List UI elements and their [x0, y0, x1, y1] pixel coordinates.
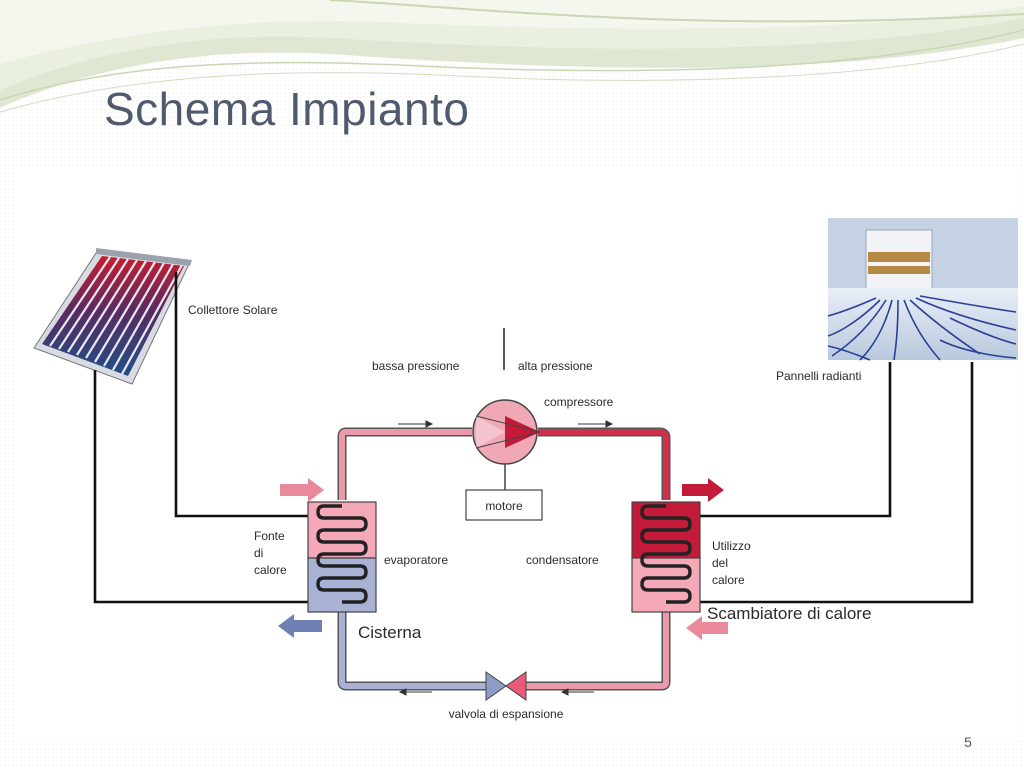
compressor [472, 399, 541, 490]
slide-title: Schema Impianto [104, 83, 470, 135]
header-wave-decoration [0, 0, 1024, 113]
label-bassa-pressione: bassa pressione [372, 359, 460, 373]
label-utilizzo-line1: Utilizzo [712, 539, 751, 553]
label-scambiatore: Scambiatore di calore [707, 604, 871, 623]
label-pannelli-radianti: Pannelli radianti [776, 369, 861, 383]
label-cisterna: Cisterna [358, 623, 422, 642]
label-alta-pressione: alta pressione [518, 359, 593, 373]
label-evaporatore: evaporatore [384, 553, 448, 567]
label-utilizzo-line3: calore [712, 573, 745, 587]
flow-arrows [398, 420, 614, 696]
label-valvola-espansione: valvola di espansione [449, 707, 564, 721]
condenser [631, 501, 701, 613]
page-number: 5 [964, 734, 972, 750]
label-condensatore: condensatore [526, 553, 599, 567]
radiant-floor-photo [827, 218, 1018, 361]
label-fonte-line3: calore [254, 563, 287, 577]
label-fonte-line1: Fonte [254, 529, 285, 543]
refrigerant-loop [337, 427, 671, 691]
label-fonte-line2: di [254, 546, 263, 560]
label-motore: motore [485, 499, 523, 513]
label-utilizzo-line2: del [712, 556, 728, 570]
expansion-valve [485, 671, 527, 701]
solar-collector [33, 248, 192, 385]
motor-box [465, 489, 543, 521]
label-collettore-solare: Collettore Solare [188, 303, 278, 317]
heat-out-arrow [682, 478, 724, 502]
return-in-arrow [686, 616, 728, 640]
external-circuit-lines [93, 272, 974, 604]
evaporator [307, 501, 377, 613]
label-compressore: compressore [544, 395, 614, 409]
heat-in-arrow [280, 478, 324, 502]
cold-out-arrow [278, 614, 322, 638]
